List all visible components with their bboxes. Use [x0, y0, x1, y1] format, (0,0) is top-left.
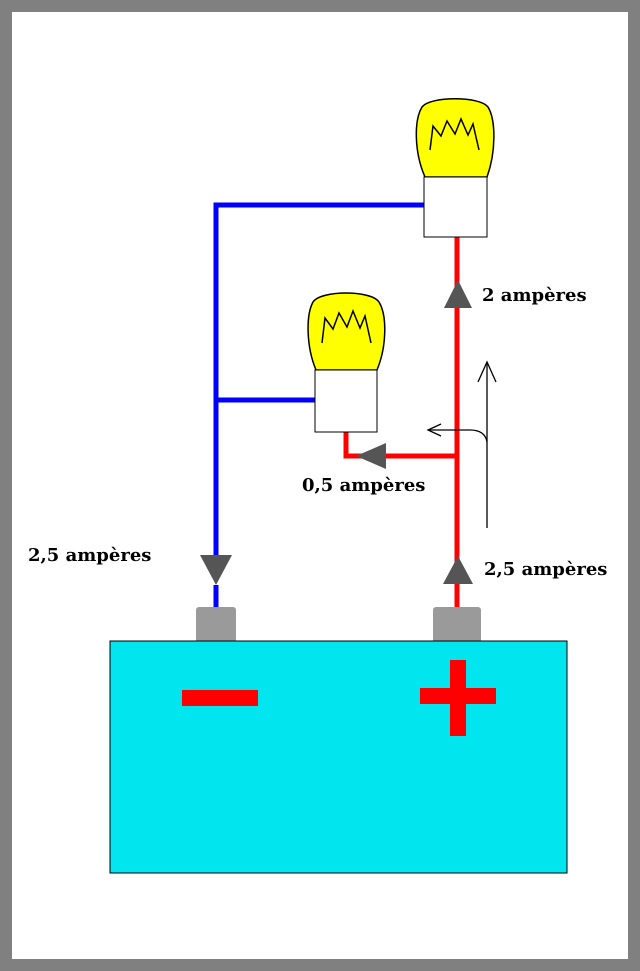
label-positive-supply-current: 2,5 ampères	[484, 559, 607, 580]
arrow-lower-bulb-current	[356, 443, 386, 469]
flow-direction-annotation	[426, 360, 497, 528]
negative-wire	[213, 202, 430, 610]
top-bulb	[415, 98, 495, 238]
bulb-filament	[429, 117, 480, 151]
light-bulb-icon	[307, 292, 386, 371]
bulb-socket	[314, 369, 378, 433]
label-lower-bulb-current: 0,5 ampères	[302, 475, 425, 496]
light-bulb-icon	[415, 98, 495, 178]
plus-sign-icon	[420, 660, 496, 736]
battery-body	[109, 640, 568, 874]
positive-terminal	[433, 607, 481, 643]
arrow-top-bulb-current	[444, 280, 472, 308]
arrow-negative-return-current	[200, 555, 232, 585]
arrow-positive-supply-current	[443, 556, 473, 584]
label-negative-return-current: 2,5 ampères	[28, 545, 151, 566]
negative-terminal	[196, 607, 236, 643]
label-top-bulb-current: 2 ampères	[482, 285, 587, 306]
bulb-filament	[321, 308, 372, 344]
bulb-socket	[423, 176, 488, 238]
minus-sign-icon	[182, 690, 258, 706]
battery	[109, 607, 568, 874]
lower-bulb	[307, 292, 386, 433]
